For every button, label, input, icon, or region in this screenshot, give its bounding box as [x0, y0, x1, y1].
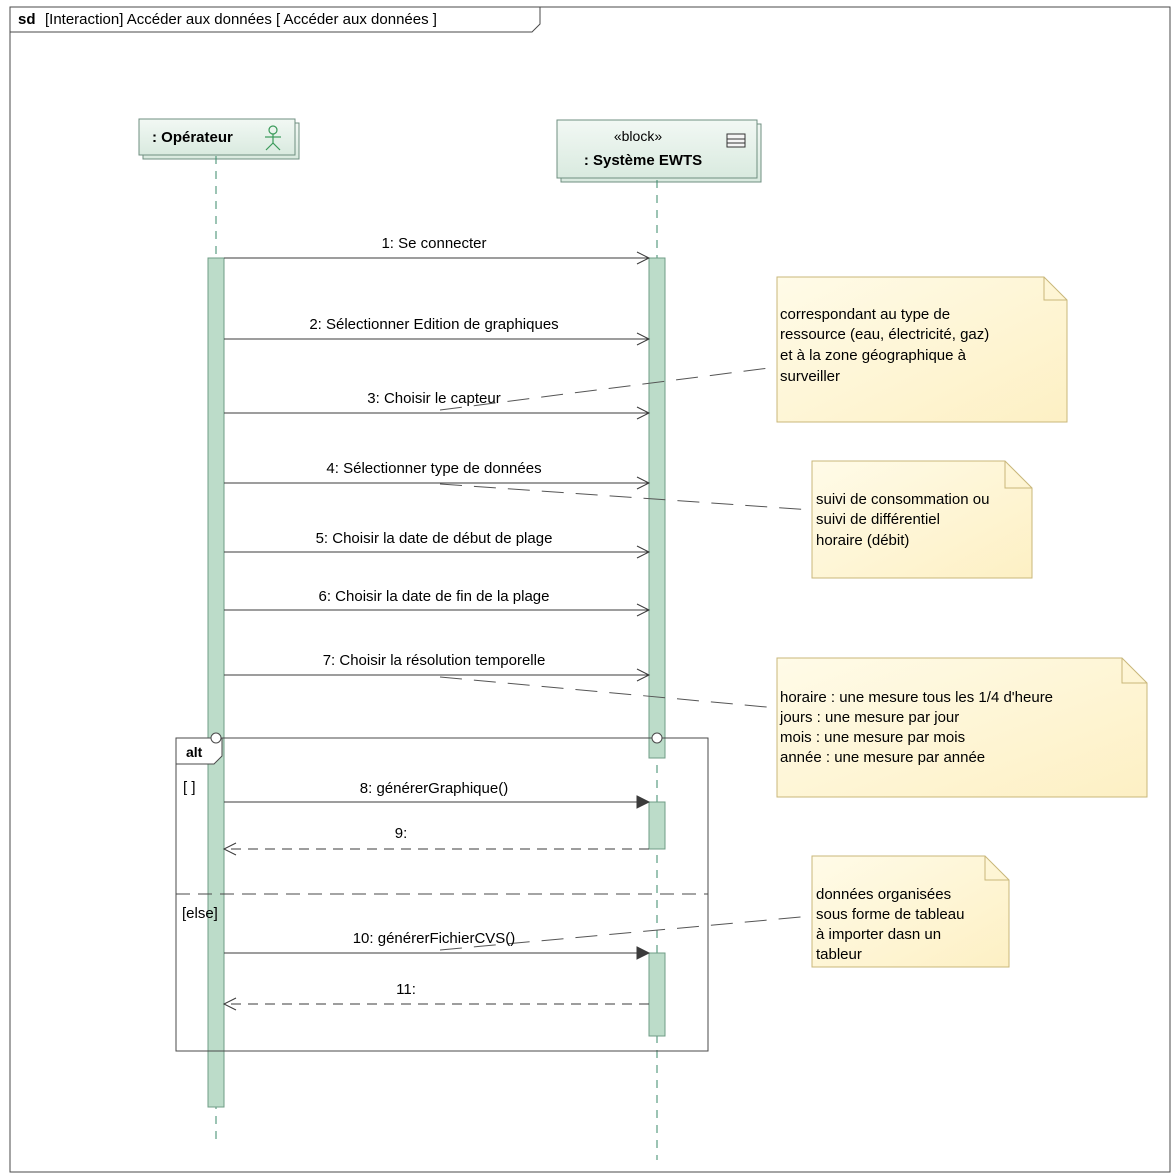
note-2[interactable]: suivi de consommation ou suivi de différ… [811, 460, 1033, 579]
message-6-label: 6: Choisir la date de fin de la plage [319, 588, 550, 605]
activation-system-1 [648, 257, 666, 759]
message-1-label: 1: Se connecter [381, 235, 486, 252]
alt-fragment: alt [ ] [else] [175, 732, 709, 1052]
note-2-anchor [439, 483, 813, 511]
message-5[interactable]: 5: Choisir la date de début de plage [224, 530, 651, 559]
message-5-label: 5: Choisir la date de début de plage [316, 530, 553, 547]
messages: 1: Se connecter 2: Sélectionner Edition … [222, 235, 651, 1011]
note-3-anchor [439, 676, 778, 709]
message-10-label: 10: générerFichierCVS() [353, 930, 516, 947]
alt-gate-right [651, 732, 663, 744]
message-4-label: 4: Sélectionner type de données [326, 460, 541, 477]
note-1[interactable]: correspondant au type de ressource (eau,… [776, 276, 1068, 423]
lifeline-system-stereotype: «block» [614, 128, 662, 144]
message-10[interactable]: 10: générerFichierCVS() [224, 930, 651, 960]
message-9[interactable]: 9: [222, 825, 649, 856]
message-6[interactable]: 6: Choisir la date de fin de la plage [224, 588, 651, 617]
message-8-label: 8: générerGraphique() [360, 780, 508, 797]
actor-icon [265, 125, 281, 151]
diagram-frame: sd [Interaction] Accéder aux données [ A… [9, 6, 1171, 1173]
message-11-label: 11: [396, 981, 416, 998]
lifeline-system[interactable]: «block» : Système EWTS [556, 119, 762, 1160]
lifeline-system-name: : Système EWTS [584, 152, 702, 169]
message-9-label: 9: [395, 825, 408, 842]
alt-keyword: alt [186, 744, 203, 760]
note-4[interactable]: données organisées sous forme de tableau… [811, 855, 1010, 968]
message-3-label: 3: Choisir le capteur [367, 390, 500, 407]
alt-gate-left [210, 732, 222, 744]
note-3[interactable]: horaire : une mesure tous les 1/4 d'heur… [776, 657, 1148, 798]
message-11[interactable]: 11: [222, 981, 649, 1011]
message-7-label: 7: Choisir la résolution temporelle [323, 652, 546, 669]
message-7[interactable]: 7: Choisir la résolution temporelle [224, 652, 651, 682]
message-3[interactable]: 3: Choisir le capteur [224, 390, 651, 420]
lifeline-operator[interactable]: : Opérateur [138, 118, 300, 1145]
message-1[interactable]: 1: Se connecter [224, 235, 651, 265]
note-3-text: horaire : une mesure tous les 1/4 d'heur… [779, 689, 1057, 766]
message-2[interactable]: 2: Sélectionner Edition de graphiques [224, 316, 651, 346]
alt-guard-2: [else] [182, 905, 218, 922]
activation-operator [207, 257, 225, 1108]
note-4-anchor [439, 915, 813, 951]
lifeline-operator-name: : Opérateur [152, 129, 233, 146]
message-2-label: 2: Sélectionner Edition de graphiques [309, 316, 558, 333]
frame-keyword: sd [18, 11, 36, 28]
frame-title: [Interaction] Accéder aux données [ Accé… [45, 11, 437, 28]
note-2-text: suivi de consommation ou suivi de différ… [816, 491, 994, 549]
activation-system-2 [648, 801, 666, 850]
alt-guard-1: [ ] [183, 779, 196, 796]
block-icon [726, 133, 746, 148]
note-1-text: correspondant au type de ressource (eau,… [780, 306, 993, 385]
note-4-text: données organisées sous forme de tableau… [816, 886, 969, 963]
message-4[interactable]: 4: Sélectionner type de données [224, 460, 651, 490]
message-8[interactable]: 8: générerGraphique() [224, 780, 651, 809]
note-1-anchor [439, 366, 778, 411]
activation-system-3 [648, 952, 666, 1037]
note-anchors [439, 366, 813, 951]
